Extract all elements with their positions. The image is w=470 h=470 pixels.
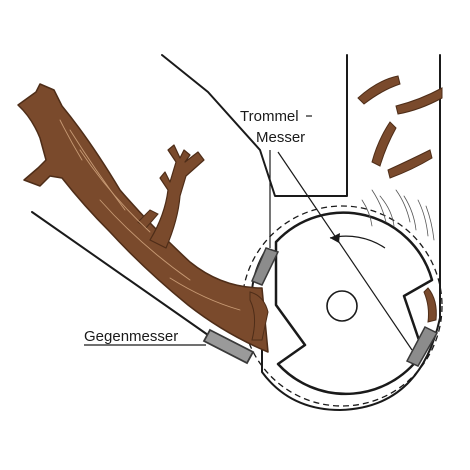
feed-hopper-upper-line — [161, 54, 348, 197]
label-messer: Messer — [256, 129, 306, 146]
motion-lines — [361, 189, 435, 241]
drum-axle — [326, 290, 358, 322]
chip — [371, 121, 397, 167]
branch — [17, 83, 269, 353]
counter-knife — [202, 328, 255, 365]
feed-tray-lower-line — [31, 211, 219, 343]
chip — [395, 87, 443, 115]
branch-twig — [149, 144, 205, 249]
drum-knife-lower — [405, 326, 439, 367]
label-gegenmesser: Gegenmesser — [84, 328, 179, 345]
chips-at-knife — [249, 287, 437, 341]
drum-knife-upper — [251, 247, 280, 286]
bark-texture — [59, 119, 241, 311]
chip — [387, 149, 433, 179]
leader-lines — [84, 115, 413, 351]
ejected-chips — [357, 75, 443, 179]
chip — [357, 75, 401, 105]
leader-messer-lower-knife — [277, 151, 413, 351]
label-trommel: Trommel — [240, 108, 299, 125]
